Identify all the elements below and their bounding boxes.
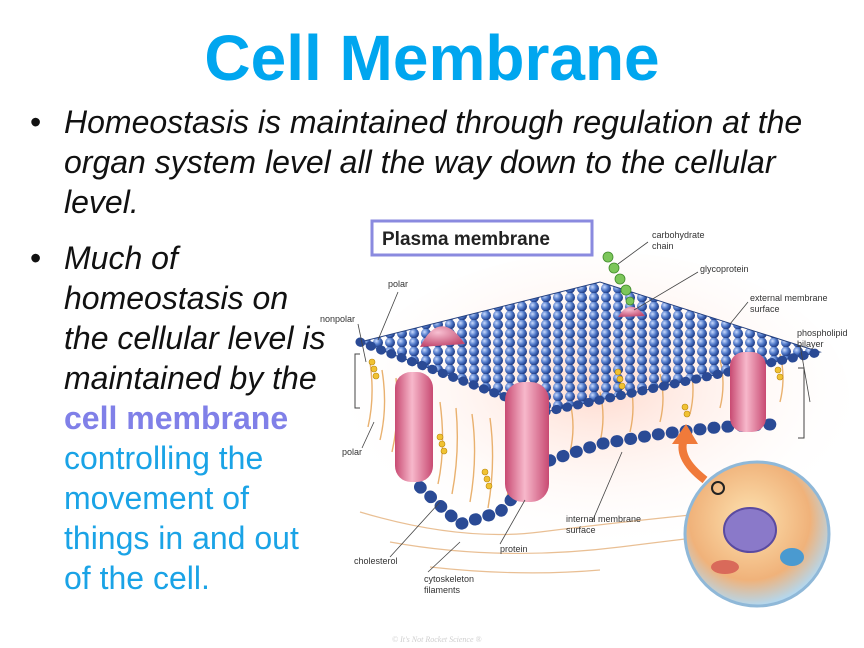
label-carbohydrate-chain: chain xyxy=(652,241,674,251)
label-carbohydrate-chain: carbohydrate xyxy=(652,230,705,240)
plasma-membrane-label-box xyxy=(370,219,594,257)
watermark: © It's Not Rocket Science ® xyxy=(392,635,482,644)
transmembrane-protein-center xyxy=(505,382,549,502)
membrane-bottom-layer xyxy=(414,418,786,531)
label-protein: protein xyxy=(500,544,528,554)
label-phospholipid-bilayer: bilayer xyxy=(797,339,824,349)
carbohydrate-chain xyxy=(602,251,635,306)
cell-mitochondrion xyxy=(711,560,739,574)
label-nonpolar: nonpolar xyxy=(320,314,355,324)
peripheral-protein-dome xyxy=(420,326,465,347)
label-internal-membrane-surface: internal membrane xyxy=(566,514,641,524)
bilayer-bracket-right xyxy=(798,367,805,439)
cell-organelle xyxy=(780,548,804,566)
label-cholesterol: cholesterol xyxy=(354,556,398,566)
bullet-cell-membrane: • Much of homeostasis on the cellular le… xyxy=(30,238,334,598)
leader-lines xyxy=(357,241,811,573)
zoom-arrow-head xyxy=(672,424,698,444)
label-polar-bottom: polar xyxy=(342,447,362,457)
bullet-dot: • xyxy=(30,240,42,276)
label-cytoskeleton-filaments: cytoskeleton xyxy=(424,574,474,584)
label-polar-top: polar xyxy=(388,279,408,289)
label-external-membrane-surface: external membrane xyxy=(750,293,828,303)
bilayer-bracket-left xyxy=(354,353,360,409)
bullet-homeostasis-regulation: • Homeostasis is maintained through regu… xyxy=(30,102,824,222)
cell-nucleus xyxy=(723,507,777,553)
label-internal-membrane-surface: surface xyxy=(566,525,596,535)
plasma-membrane-diagram: Plasma membrane xyxy=(320,219,850,644)
cholesterol-molecules xyxy=(368,358,784,490)
transmembrane-protein-right xyxy=(730,352,766,432)
bullet-dot: • xyxy=(30,104,42,140)
label-external-membrane-surface: surface xyxy=(750,304,780,314)
glycoprotein-dome xyxy=(618,306,645,317)
bullet-highlight-cell-membrane: cell membrane xyxy=(64,400,289,436)
label-glycoprotein: glycoprotein xyxy=(700,264,749,274)
bullet-text-pre: Much of homeostasis on the cellular leve… xyxy=(64,240,326,396)
cell-zoom-marker xyxy=(711,481,725,495)
slide-title: Cell Membrane xyxy=(204,22,660,94)
bullet-text-post: controlling the movement of things in an… xyxy=(64,440,299,596)
plasma-membrane-label: Plasma membrane xyxy=(382,229,550,250)
bullet-text: Homeostasis is maintained through regula… xyxy=(64,104,803,220)
transmembrane-protein-left xyxy=(395,372,433,482)
label-phospholipid-bilayer: phospholipid xyxy=(797,328,848,338)
label-cytoskeleton-filaments: filaments xyxy=(424,585,461,595)
